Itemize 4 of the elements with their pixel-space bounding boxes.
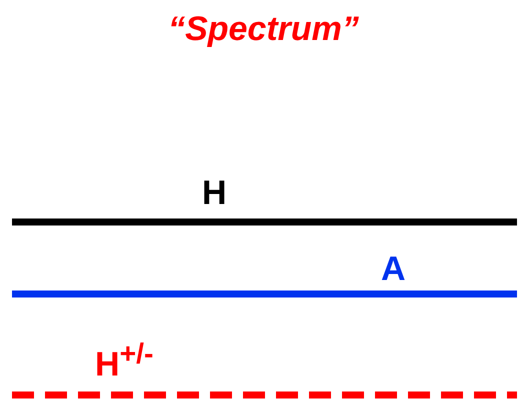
level-label: H$^{+/-}$ (95, 340, 154, 382)
level-label: H (202, 176, 227, 210)
level-label: A (381, 252, 406, 286)
title: “Spectrum” (167, 12, 360, 46)
